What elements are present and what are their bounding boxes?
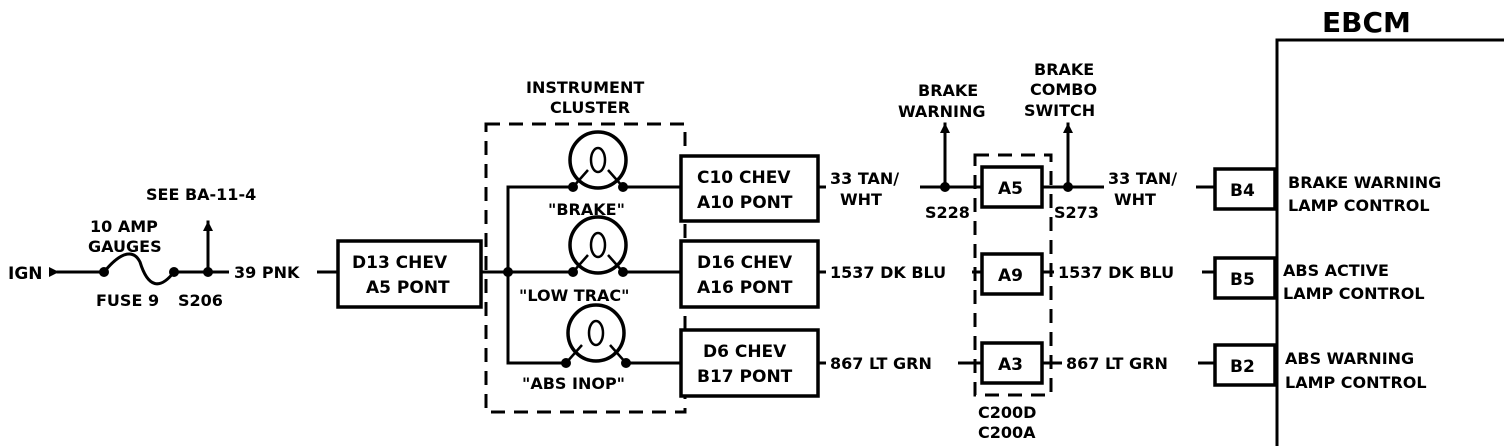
ebcm-b4-desc-line1: BRAKE WARNING	[1288, 173, 1441, 192]
lamp-brake	[506, 130, 683, 192]
ebcm-pin-b2-label: B2	[1230, 357, 1255, 377]
circuit-2-right: 1537 DK BLU	[1058, 263, 1174, 282]
ebcm-pin-b5-box	[1213, 256, 1277, 300]
input-connector-box	[336, 239, 483, 309]
wire-39-pnk-label: 39 PNK	[234, 263, 300, 282]
ebcm-pin-b5-label: B5	[1230, 270, 1255, 290]
cluster-title-line2: CLUSTER	[550, 98, 630, 117]
input-connector-line2: A5 PONT	[366, 278, 450, 298]
ebcm-pin-b4-box	[1213, 167, 1277, 211]
out-connector-1-line1: C10 CHEV	[697, 168, 791, 188]
mid-pin-a9-box	[980, 252, 1044, 296]
wire-39-pnk-label-bg	[229, 262, 317, 282]
fuse-rating: 10 AMP	[90, 217, 158, 236]
lamp-low-trac-label: "LOW TRAC"	[519, 286, 629, 305]
ebcm-pin-b4-label: B4	[1230, 181, 1255, 201]
mid-connector-dashed-outline	[973, 153, 1053, 397]
circuit-2-left: 1537 DK BLU	[830, 263, 946, 282]
fuse-symbol	[101, 252, 177, 286]
circuit-1-left-line2: WHT	[840, 190, 882, 209]
brake-combo-line3: SWITCH	[1024, 101, 1095, 120]
splice-s273-dot	[1063, 182, 1073, 192]
cluster-dashed-outline	[484, 122, 687, 414]
circuit-1-left-line1: 33 TAN/	[830, 169, 899, 188]
lamp-abs-inop	[506, 303, 683, 368]
mid-pin-a5-label: A5	[998, 179, 1023, 199]
input-connector-line1: D13 CHEV	[352, 253, 448, 273]
see-ref-label: SEE BA-11-4	[146, 185, 256, 204]
cluster-title-line1: INSTRUMENT	[526, 78, 644, 97]
out-connector-1	[679, 154, 820, 223]
mid-pin-a5-box	[980, 165, 1044, 209]
out-connector-2-line2: A16 PONT	[697, 278, 793, 298]
brake-warning-line2: WARNING	[898, 102, 986, 121]
splice-s228-dot	[940, 182, 950, 192]
circuit-3-left: 867 LT GRN	[830, 354, 932, 373]
ebcm-module-outline	[1275, 38, 1504, 446]
lamp-brake-label: "BRAKE"	[548, 200, 625, 219]
fuse-circuit: GAUGES	[88, 237, 162, 256]
brake-combo-line2: COMBO	[1030, 80, 1097, 99]
mid-pin-a3-box	[980, 341, 1044, 385]
fuse-name: FUSE 9	[96, 291, 159, 310]
lamp-abs-inop-label: "ABS INOP"	[522, 374, 625, 393]
mid-connector-name-line2: C200A	[978, 423, 1036, 442]
ebcm-b2-desc-line1: ABS WARNING	[1285, 349, 1414, 368]
out-connector-1-line2: A10 PONT	[697, 193, 793, 213]
ebcm-b5-desc-line2: LAMP CONTROL	[1283, 284, 1425, 303]
ebcm-b5-desc-line1: ABS ACTIVE	[1283, 261, 1389, 280]
splice-s206-label: S206	[178, 291, 223, 310]
out-connector-3-line2: B17 PONT	[697, 367, 793, 387]
splice-s273-label: S273	[1054, 203, 1099, 222]
circuit-3-right: 867 LT GRN	[1066, 354, 1168, 373]
ebcm-b2-desc-line2: LAMP CONTROL	[1285, 373, 1427, 392]
mid-pin-a9-label: A9	[998, 266, 1023, 286]
ebcm-pin-b2-box	[1213, 343, 1277, 387]
mid-pin-a3-label: A3	[998, 355, 1023, 375]
splice-s228-label: S228	[925, 203, 970, 222]
out-connector-3-line1: D6 CHEV	[703, 342, 787, 362]
ebcm-b4-desc-line2: LAMP CONTROL	[1288, 196, 1430, 215]
mid-connector-name-line1: C200D	[978, 403, 1036, 422]
brake-warning-line1: BRAKE	[918, 81, 978, 100]
ign-label: IGN	[8, 264, 43, 284]
circuit-1-right-line1: 33 TAN/	[1108, 169, 1177, 188]
out-connector-2-line1: D16 CHEV	[697, 253, 793, 273]
circuit-1-right-line2: WHT	[1114, 190, 1156, 209]
lamp-low-trac	[506, 215, 683, 277]
brake-combo-line1: BRAKE	[1034, 60, 1094, 79]
out-connector-2	[679, 239, 820, 309]
ebcm-title: EBCM	[1322, 6, 1411, 39]
